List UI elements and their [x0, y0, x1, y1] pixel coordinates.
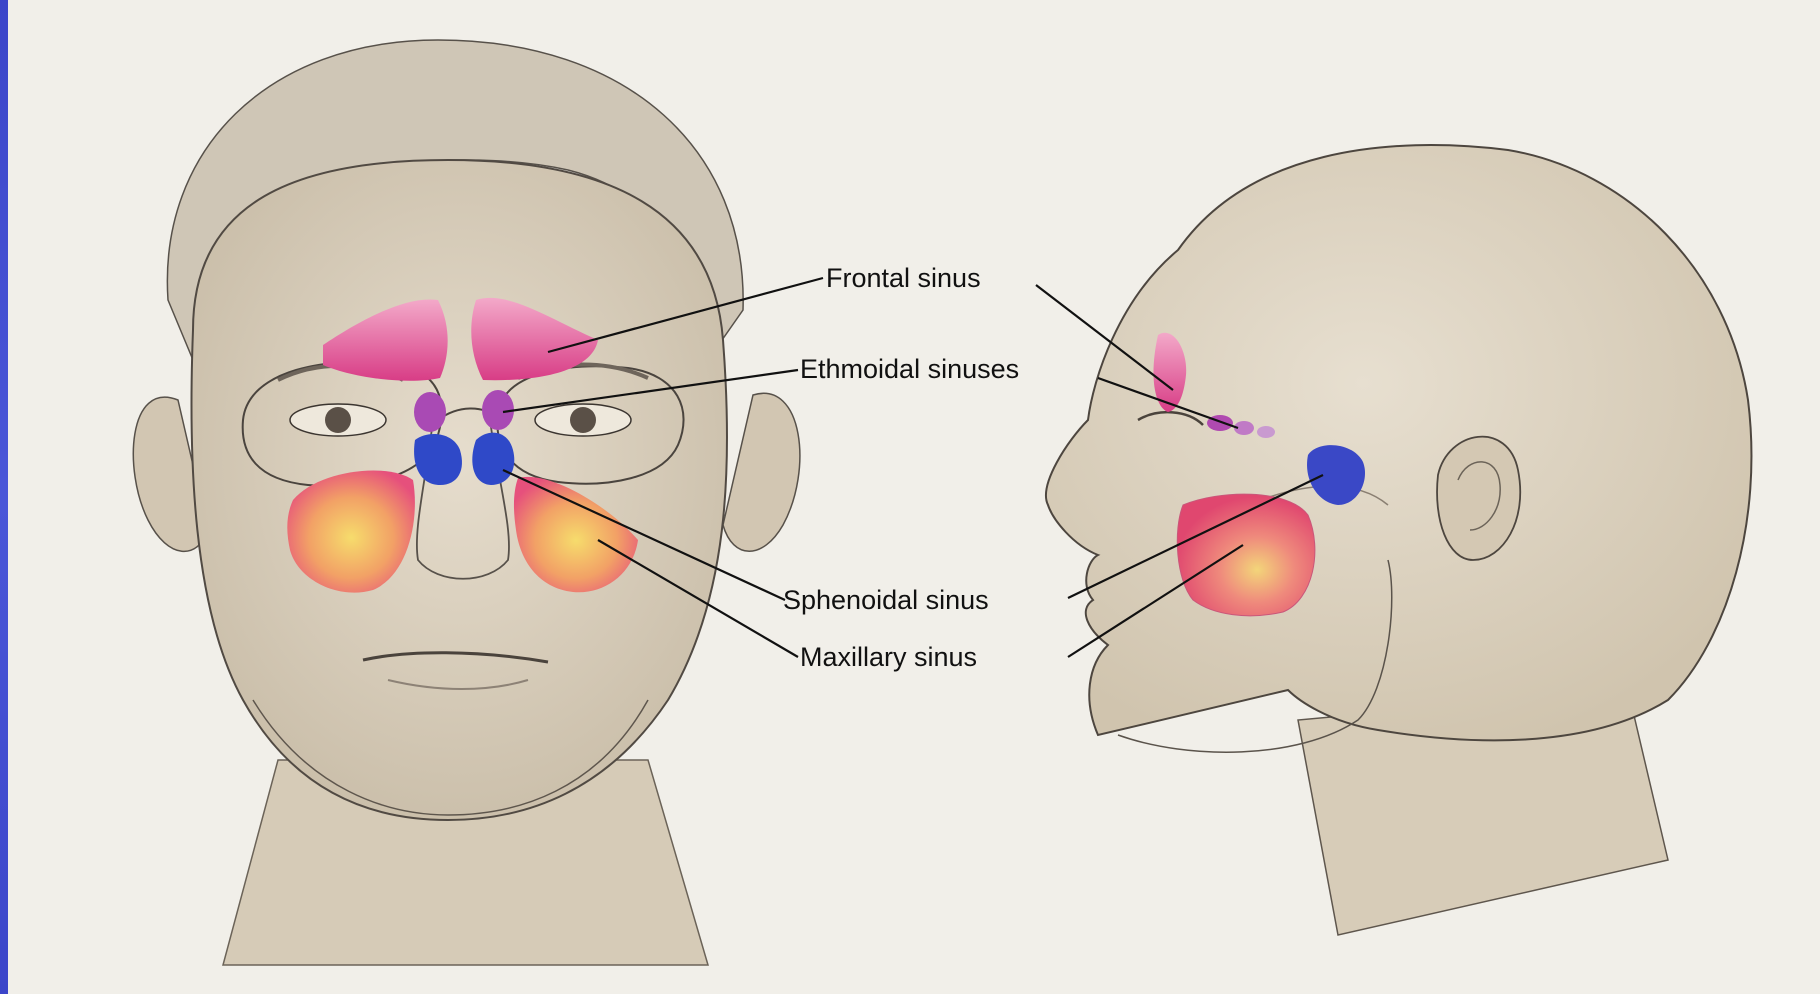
sphenoidal-sinus-right [472, 433, 514, 485]
label-maxillary-sinus: Maxillary sinus [800, 642, 977, 672]
label-ethmoidal-sinuses: Ethmoidal sinuses [800, 354, 1019, 384]
ethmoidal-sinus-side-3 [1257, 426, 1275, 438]
anatomy-figure: Frontal sinus Ethmoidal sinuses Sphenoid… [8, 0, 1820, 994]
side-view-head [1046, 145, 1751, 935]
label-sphenoidal-sinus: Sphenoidal sinus [783, 585, 989, 615]
front-view-head [133, 40, 800, 965]
sinus-diagram: Frontal sinus Ethmoidal sinuses Sphenoid… [8, 0, 1820, 994]
label-frontal-sinus: Frontal sinus [826, 263, 981, 293]
ethmoidal-sinus-left [414, 392, 446, 432]
ethmoidal-sinus-right [482, 390, 514, 430]
